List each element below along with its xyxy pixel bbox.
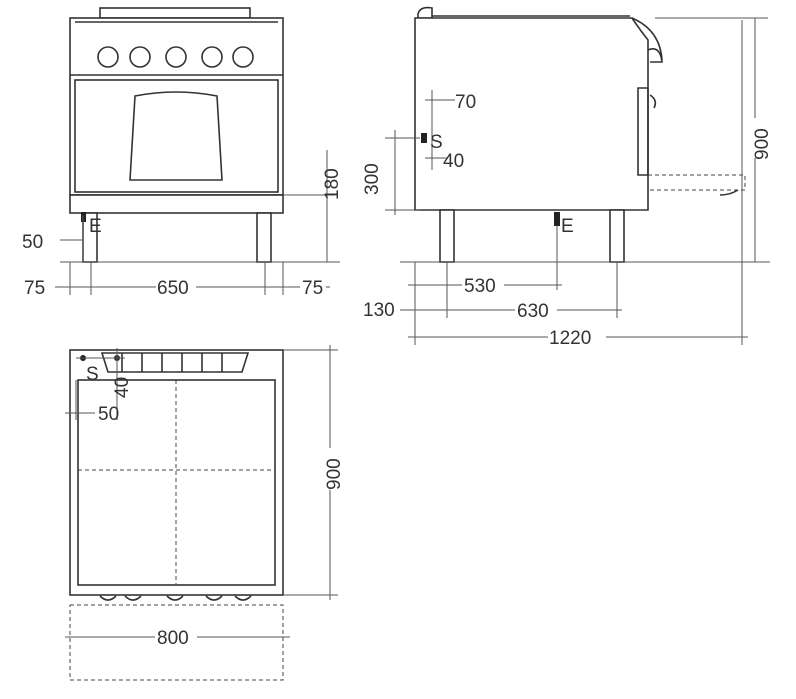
side-dim-1220: 1220 <box>549 328 591 349</box>
side-dim-300: 300 <box>362 163 383 195</box>
front-dim-75-left: 75 <box>24 278 45 299</box>
top-dim-800: 800 <box>157 628 189 649</box>
front-dim-75-right: 75 <box>302 278 323 299</box>
oven-door-window <box>129 91 223 181</box>
top-knobs <box>99 595 252 601</box>
side-view: 70 S 40 300 E 530 130 630 1220 900 <box>362 6 773 349</box>
front-dim-50: 50 <box>22 232 43 253</box>
side-label-e: E <box>561 216 574 237</box>
front-dim-650: 650 <box>157 278 189 299</box>
side-dim-530: 530 <box>464 276 496 297</box>
side-dim-70: 70 <box>455 92 476 113</box>
front-label-e: E <box>89 216 102 237</box>
control-knobs <box>97 46 254 68</box>
front-view: E 50 180 75 650 75 <box>22 7 343 299</box>
side-dim-630: 630 <box>517 301 549 322</box>
side-dim-130: 130 <box>363 300 395 321</box>
side-dim-40: 40 <box>443 151 464 172</box>
front-dim-180: 180 <box>322 168 343 200</box>
top-view: S 40 50 900 800 <box>65 345 345 681</box>
top-dim-40: 40 <box>112 377 133 398</box>
side-dim-900: 900 <box>752 128 773 160</box>
top-label-s: S <box>86 364 99 385</box>
side-label-s: S <box>430 132 443 153</box>
top-dim-50: 50 <box>98 404 119 425</box>
top-dim-900: 900 <box>324 458 345 490</box>
